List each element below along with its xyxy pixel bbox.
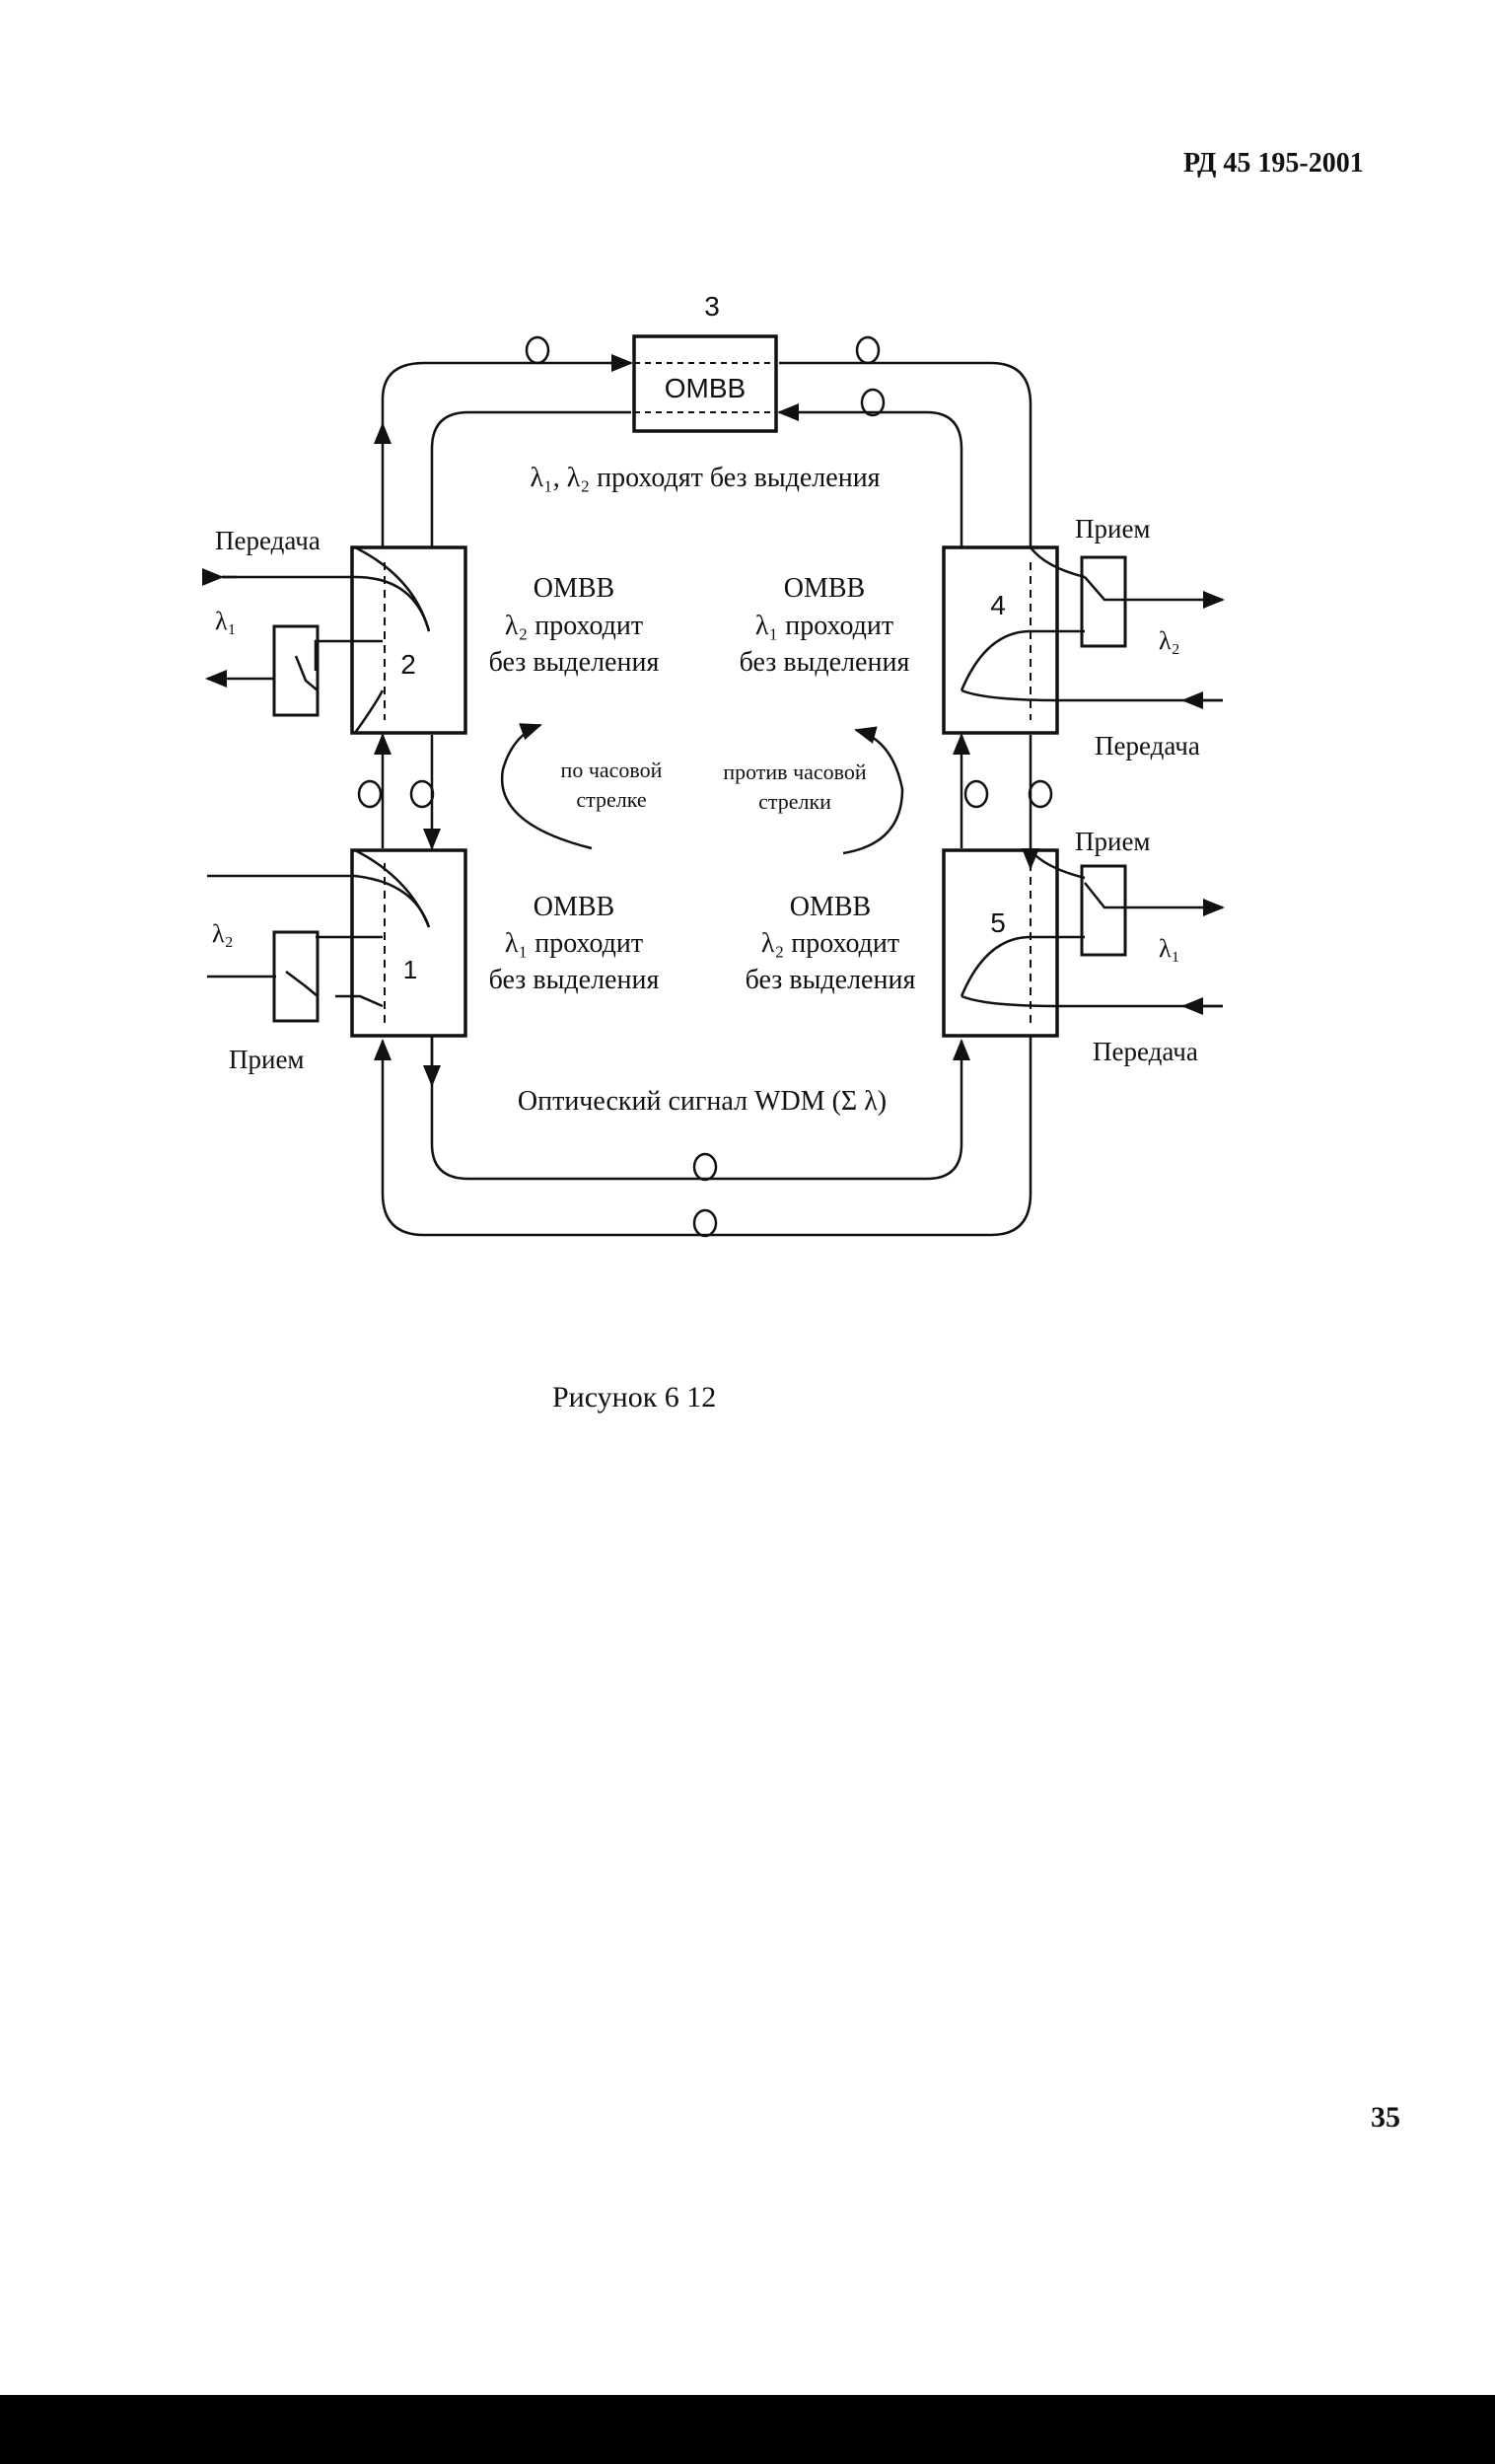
node-4-lambda-label: λ₂ — [1159, 626, 1180, 655]
counterclockwise-label-1: против часовой — [723, 760, 867, 784]
node-5-box — [942, 848, 1059, 1038]
node-5-text-1: ОМВВ — [790, 892, 871, 922]
inner-ring-top-left — [430, 410, 631, 547]
node-4-box — [942, 545, 1059, 735]
bottom-ring-label: Оптический сигнал WDM (Σ λ) — [518, 1086, 887, 1117]
node-2-text-1: ОМВВ — [534, 573, 614, 604]
receiver-node1-box — [272, 930, 320, 1023]
node-4-receive-label: Прием — [1075, 514, 1151, 544]
inner-ring-bottom-loop — [430, 1036, 970, 1181]
node-1-box — [350, 848, 467, 1038]
node-5-number: 5 — [990, 907, 1006, 938]
receiver-node2-box — [272, 624, 320, 717]
receiver-node5-box — [1080, 864, 1127, 957]
top-ring-label: λ₁, λ₂ проходят без выделения — [530, 463, 880, 493]
node-2-number: 2 — [400, 649, 416, 680]
page-number: 35 — [1371, 2101, 1400, 2134]
inner-ring-top-right — [777, 403, 963, 547]
node-4-number: 4 — [990, 590, 1006, 620]
node-5-receive-label: Прием — [1075, 827, 1151, 856]
node-5-text-3: без выделения — [746, 965, 916, 995]
node-1-text-1: ОМВВ — [534, 892, 614, 922]
node-5-transmit-label: Передача — [1093, 1037, 1198, 1066]
outer-ring-right-lower — [374, 1036, 1032, 1237]
node-4-text-2: λ₁ проходит — [755, 611, 893, 641]
node-1-text-2: λ₁ проходит — [505, 928, 643, 959]
node-1-receive-label: Прием — [229, 1045, 305, 1074]
node-1-lambda-label: λ₂ — [212, 919, 234, 948]
node-2-transmit-label: Передача — [215, 526, 320, 555]
node-5-lambda-label: λ₁ — [1159, 934, 1180, 963]
wdm-ring-diagram: 3 ОМВВ λ₁, λ₂ проходят без выделения 2 1… — [202, 291, 1225, 1238]
figure-caption: Рисунок 6 12 — [552, 1381, 717, 1413]
node-4-transmit-label: Передача — [1095, 731, 1200, 761]
node-2-lambda-label: λ₁ — [215, 607, 237, 635]
node-3-number: 3 — [704, 291, 720, 322]
node-3-box — [632, 334, 778, 433]
node-4-text-1: ОМВВ — [784, 573, 865, 604]
node-1-text-3: без выделения — [489, 965, 660, 995]
node-1-number: 1 — [403, 955, 417, 984]
counterclockwise-arrow — [842, 726, 904, 855]
node-2-text-3: без выделения — [489, 647, 660, 678]
document-code: РД 45 195-2001 — [1183, 148, 1364, 179]
clockwise-label-1: по часовой — [561, 758, 663, 782]
scan-bottom-bar — [0, 2395, 1495, 2464]
node-2-text-2: λ₂ проходит — [505, 611, 643, 641]
counterclockwise-label-2: стрелки — [758, 789, 831, 814]
clockwise-label-2: стрелке — [576, 787, 646, 812]
node-3-label: ОМВВ — [665, 373, 746, 403]
outer-ring-top-left — [381, 354, 633, 424]
outer-ring-top-right — [779, 361, 1032, 547]
node-4-text-3: без выделения — [740, 647, 910, 678]
node-5-text-2: λ₂ проходит — [761, 928, 899, 959]
receiver-node4-box — [1080, 555, 1127, 648]
clockwise-arrow — [500, 723, 593, 850]
